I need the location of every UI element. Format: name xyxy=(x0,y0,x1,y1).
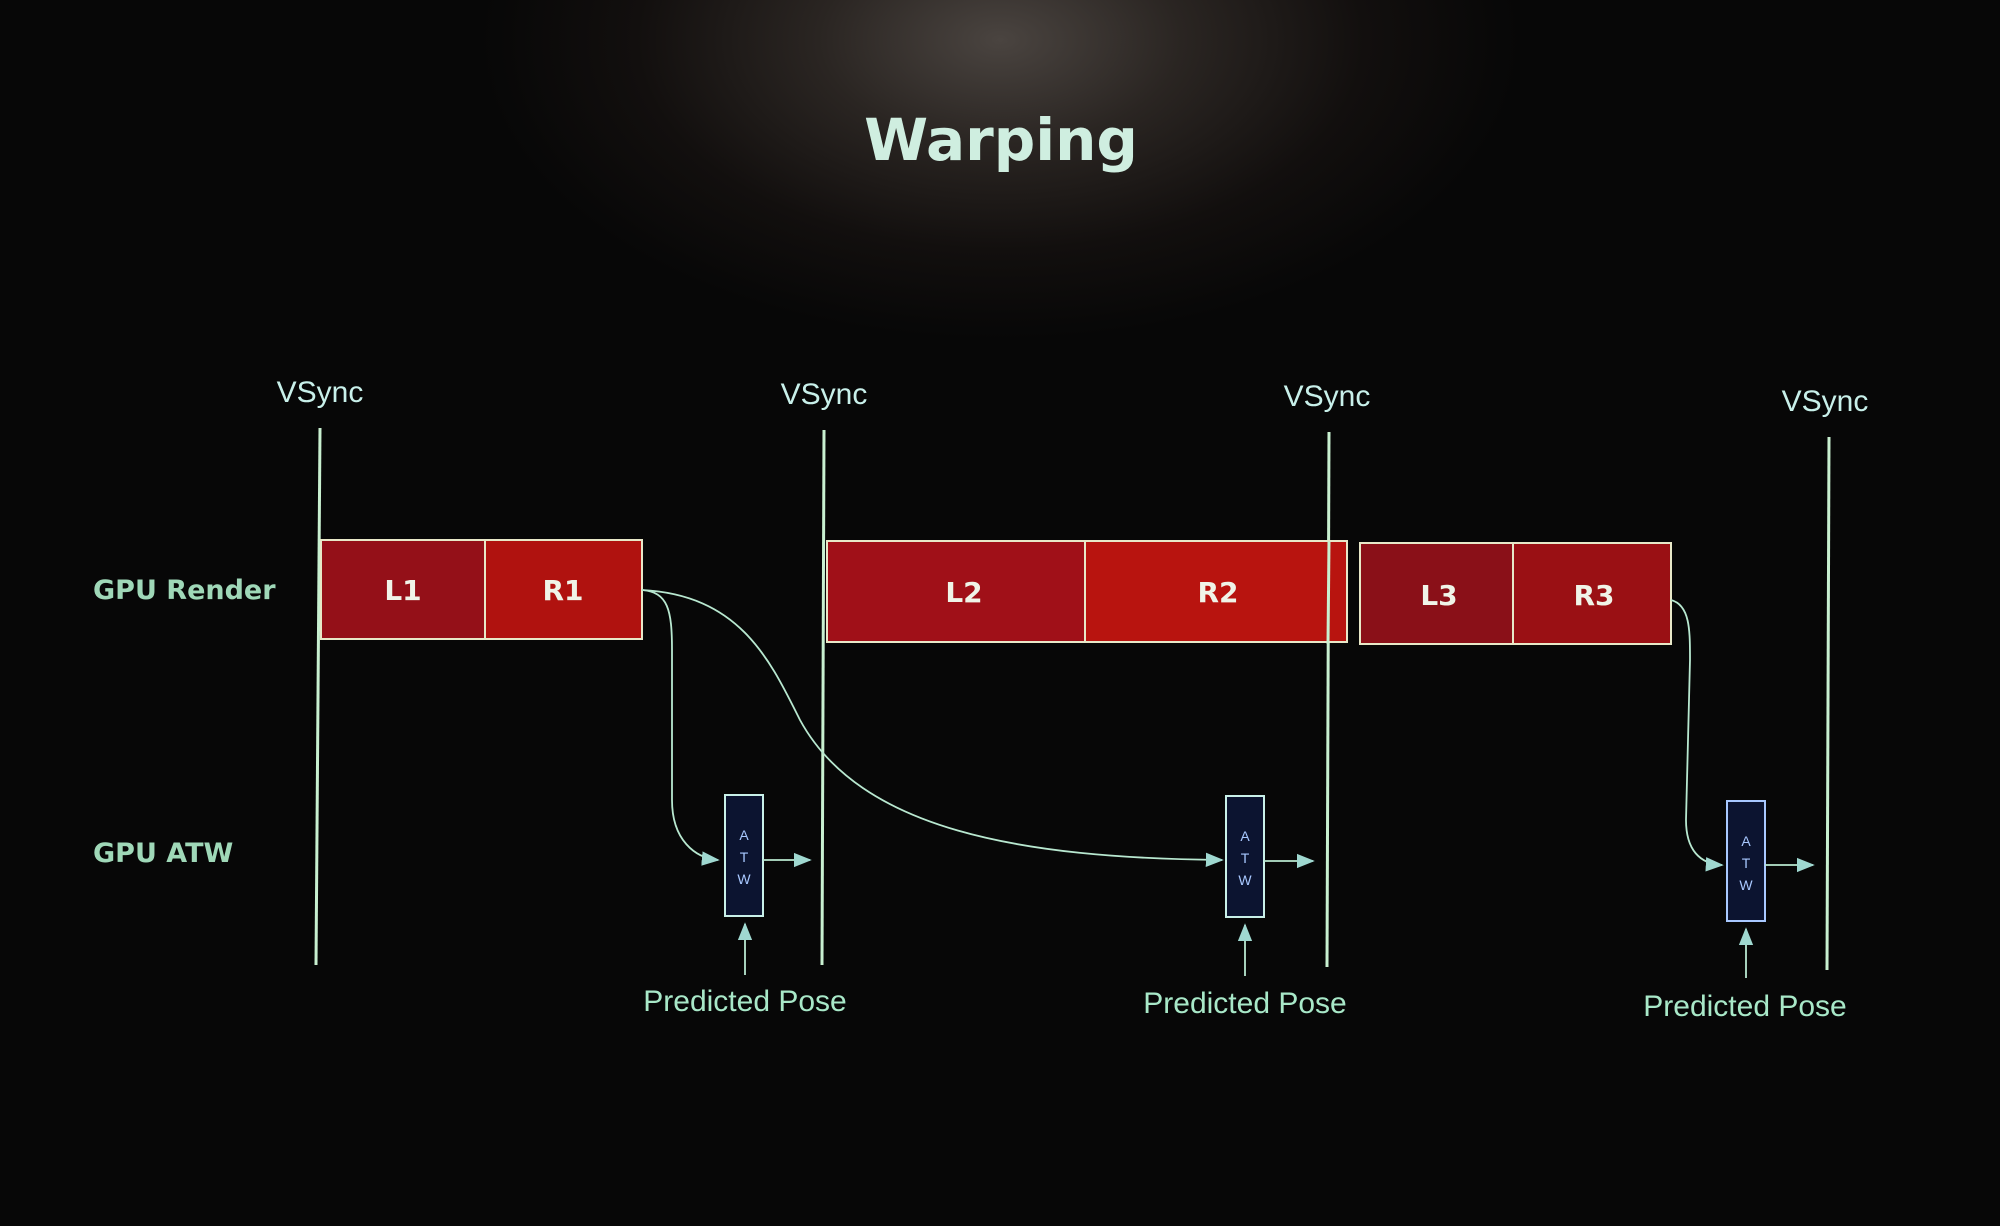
atw-box xyxy=(1726,800,1766,922)
atw-block-2: A T W Predicted Pose xyxy=(1143,795,1347,1020)
block-label: L1 xyxy=(384,574,421,607)
atw-letter: T xyxy=(1241,850,1250,866)
arrow-r1-to-atw1 xyxy=(641,589,720,866)
slide-title: Warping xyxy=(864,106,1138,174)
atw-box xyxy=(1225,795,1265,918)
predicted-pose-label: Predicted Pose xyxy=(643,985,846,1018)
atw-letter: W xyxy=(1739,877,1753,893)
atw-letter: T xyxy=(740,849,749,865)
vsync-1: VSync xyxy=(277,376,364,966)
atw-block-1: A T W Predicted Pose xyxy=(643,794,847,1018)
vsync-line xyxy=(820,429,826,966)
block-r3 xyxy=(1512,542,1672,645)
frame-1-blocks: L1 R1 xyxy=(320,539,643,640)
block-label: R3 xyxy=(1573,579,1614,612)
atw-letter: A xyxy=(1240,828,1250,844)
block-label: L2 xyxy=(945,576,982,609)
block-r2 xyxy=(1084,540,1348,643)
vsync-label: VSync xyxy=(1782,385,1869,418)
atw-block-3: A T W Predicted Pose xyxy=(1643,800,1847,1023)
vsync-label: VSync xyxy=(781,378,868,411)
vsync-line xyxy=(314,427,322,966)
row-label-gpu-render: GPU Render xyxy=(93,575,276,606)
block-l3 xyxy=(1359,542,1514,645)
block-label: L3 xyxy=(1420,579,1457,612)
block-label: R2 xyxy=(1197,576,1238,609)
predicted-pose-label: Predicted Pose xyxy=(1143,987,1346,1020)
vsync-label: VSync xyxy=(1284,380,1371,413)
vsync-line xyxy=(1825,436,1831,971)
vsync-line xyxy=(1325,431,1331,968)
atw-letter: A xyxy=(1741,833,1751,849)
atw-box xyxy=(724,794,764,917)
vsync-3: VSync xyxy=(1284,380,1371,968)
arrow-r3-to-atw3 xyxy=(1670,599,1724,872)
vsync-2: VSync xyxy=(781,378,868,966)
block-l1 xyxy=(320,539,486,640)
atw-letter: A xyxy=(739,827,749,843)
vsync-line-overlay xyxy=(1326,540,1331,645)
block-label: R1 xyxy=(542,574,583,607)
frame-3-blocks: L3 R3 xyxy=(1359,542,1672,645)
row-label-gpu-atw: GPU ATW xyxy=(93,838,233,869)
atw-letter: W xyxy=(737,871,751,887)
vsync-4: VSync xyxy=(1782,385,1869,971)
atw-letter: T xyxy=(1742,855,1751,871)
predicted-pose-label: Predicted Pose xyxy=(1643,990,1846,1023)
block-r1 xyxy=(484,539,643,640)
arrow-r1-to-atw2 xyxy=(641,589,1224,868)
atw-letter: W xyxy=(1238,872,1252,888)
block-l2 xyxy=(826,540,1086,643)
vsync-label: VSync xyxy=(277,376,364,409)
frame-2-blocks: L2 R2 xyxy=(826,540,1348,643)
